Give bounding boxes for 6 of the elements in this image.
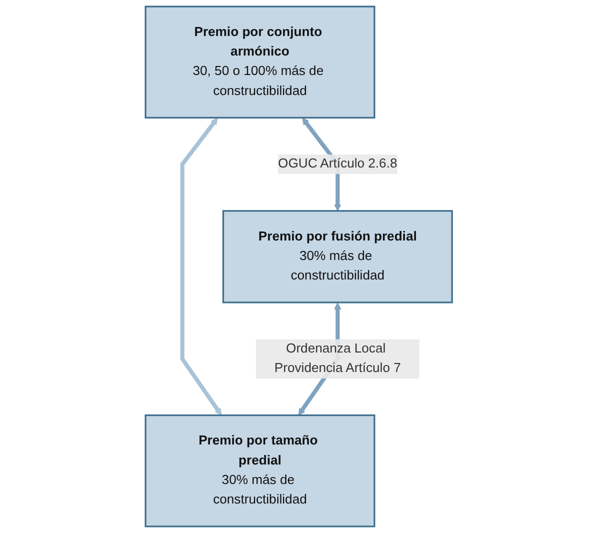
node-box: Premio por tamaño predial 30% más de constructibilidad	[144, 414, 375, 528]
edge-label: OGUC Artículo 2.6.8	[278, 156, 397, 171]
node-box: Premio por fusión predial 30% más de constructibilidad	[222, 210, 453, 304]
node-box: Premio por conjunto armónico 30, 50 o 100% más de constructibilidad	[144, 6, 375, 119]
edge-label: Ordenanza Local Providencia Artículo 7	[274, 342, 401, 376]
arrow	[180, 118, 222, 416]
